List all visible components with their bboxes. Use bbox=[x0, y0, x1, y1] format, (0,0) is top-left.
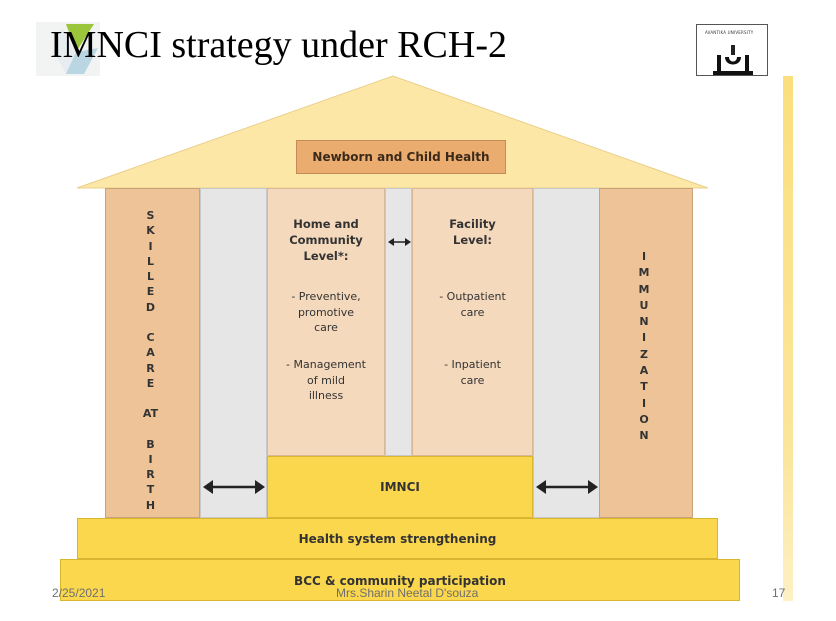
vertical-letter: M bbox=[638, 266, 650, 280]
vertical-letter: I bbox=[148, 239, 153, 253]
accent-side-bar bbox=[783, 76, 793, 601]
vertical-letter: S bbox=[146, 209, 155, 222]
vertical-letter: K bbox=[146, 224, 155, 238]
gray-spacer-right bbox=[533, 188, 600, 518]
vertical-letter: B bbox=[146, 437, 155, 451]
facility-level-column: Facility Level: - Outpatient care - Inpa… bbox=[412, 188, 533, 456]
gray-spacer-left bbox=[200, 188, 267, 518]
vertical-letter: A bbox=[639, 364, 649, 378]
vertical-letter: H bbox=[145, 498, 156, 512]
slide-title: IMNCI strategy under RCH-2 bbox=[50, 24, 507, 66]
double-arrow-right-icon bbox=[536, 480, 598, 494]
vertical-letter: I bbox=[641, 250, 647, 263]
vertical-letter: N bbox=[639, 315, 649, 329]
health-system-strengthening-step: Health system strengthening bbox=[77, 518, 718, 559]
vertical-letter: I bbox=[641, 396, 647, 410]
facility-item-inpatient: - Inpatient care bbox=[444, 358, 501, 387]
home-column-heading: Home and Community Level*: bbox=[289, 217, 363, 263]
home-item-management: - Management of mild illness bbox=[286, 358, 366, 402]
gray-spacer-middle bbox=[385, 188, 412, 456]
vertical-letter: Z bbox=[640, 347, 648, 361]
crest-emblem-icon bbox=[713, 45, 753, 75]
vertical-letter: I bbox=[148, 452, 153, 466]
footer-author: Mrs.Sharin Neetal D'souza bbox=[336, 586, 479, 600]
footer-date: 2/25/2021 bbox=[52, 586, 106, 600]
vertical-letter: I bbox=[641, 331, 647, 345]
crest-logo: AVANTIKA UNIVERSITY bbox=[696, 24, 768, 76]
vertical-letter: R bbox=[146, 361, 155, 375]
vertical-letter: M bbox=[638, 282, 650, 296]
facility-item-outpatient: - Outpatient care bbox=[439, 290, 506, 319]
vertical-word: AT bbox=[143, 406, 158, 421]
footer-page-number: 17 bbox=[772, 586, 786, 600]
vertical-letter: U bbox=[639, 298, 649, 312]
vertical-letter: A bbox=[146, 346, 155, 360]
crest-caption: AVANTIKA UNIVERSITY bbox=[705, 30, 754, 35]
double-arrow-left-icon bbox=[203, 480, 265, 494]
vertical-letter: O bbox=[639, 412, 649, 426]
corner-logo bbox=[36, 22, 100, 76]
home-community-column: Home and Community Level*: - Preventive,… bbox=[267, 188, 385, 456]
facility-column-heading: Facility Level: bbox=[449, 217, 496, 247]
home-item-preventive: - Preventive, promotive care bbox=[291, 290, 361, 334]
bcc-community-participation-step: BCC & community participation bbox=[60, 559, 740, 601]
vertical-letter: AT bbox=[142, 407, 159, 421]
vertical-letter: D bbox=[145, 300, 156, 314]
imnci-base-box: IMNCI bbox=[267, 456, 533, 518]
vertical-letter: N bbox=[639, 429, 649, 443]
vertical-letter: L bbox=[146, 270, 154, 284]
vertical-letter: L bbox=[146, 254, 154, 268]
bcc-label: BCC & community participation bbox=[294, 574, 506, 588]
newborn-child-health-box: Newborn and Child Health bbox=[296, 140, 506, 174]
vertical-letter: E bbox=[146, 376, 155, 390]
vertical-letter: T bbox=[146, 483, 155, 497]
double-arrow-small-icon bbox=[388, 238, 411, 246]
vertical-letter: T bbox=[640, 380, 648, 394]
vertical-letter: C bbox=[146, 331, 155, 345]
vertical-letter: E bbox=[146, 285, 155, 299]
vertical-letter: R bbox=[146, 468, 155, 482]
